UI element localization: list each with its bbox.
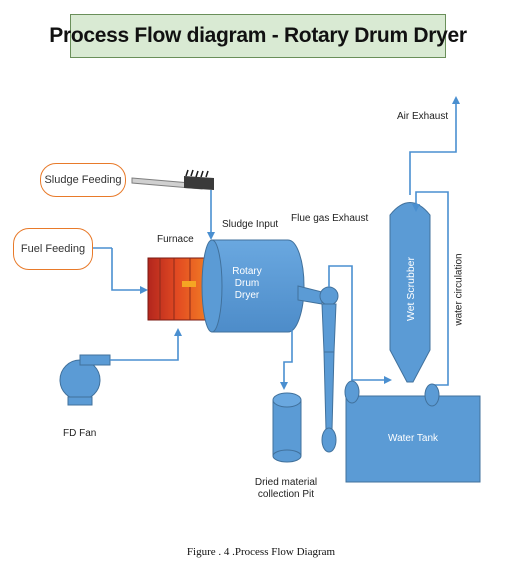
water-circulation-loop: [412, 191, 449, 386]
dried-material-label: Dried material collection Pit: [246, 477, 326, 501]
title-box: Process Flow diagram - Rotary Drum Dryer: [49, 14, 467, 58]
sludge-input-label: Sludge Input: [222, 219, 279, 230]
dried-material-pit: [272, 392, 302, 463]
sludge-feeding-box: Sludge Feeding: [40, 163, 126, 197]
cyclone-separator: [319, 286, 339, 453]
screw-conveyor: [131, 169, 214, 190]
dried-material-line1: Dried material: [254, 477, 318, 488]
dryer-label: Rotary Drum Dryer: [222, 266, 272, 302]
water-tank-label: Water Tank: [388, 433, 439, 444]
flue-gas-pipe: [328, 265, 353, 380]
wet-scrubber-label: Wet Scrubber: [405, 257, 417, 321]
fd-fan-air-arrow: [110, 328, 182, 361]
dryer-label-line2: Drum: [234, 278, 260, 289]
flue-gas-exhaust-label: Flue gas Exhaust: [291, 213, 369, 224]
furnace-label: Furnace: [157, 234, 194, 245]
fuel-feed-arrow: [111, 248, 148, 294]
water-tank: [344, 380, 481, 483]
air-exhaust-arrow: [409, 96, 460, 195]
fuel-feeding-box: Fuel Feeding: [13, 228, 93, 270]
dryer-label-line3: Dryer: [234, 290, 260, 301]
wet-scrubber: [389, 202, 431, 383]
dried-material-line2: collection Pit: [257, 489, 315, 500]
dryer-label-line1: Rotary: [232, 266, 262, 277]
dried-material-arrow: [280, 330, 293, 390]
fd-fan: [59, 354, 111, 406]
rotary-drum-dryer: [201, 239, 305, 333]
furnace: [147, 257, 207, 321]
air-exhaust-label: Air Exhaust: [397, 111, 449, 122]
fd-fan-label: FD Fan: [63, 428, 97, 439]
figure-caption: Figure . 4 .Process Flow Diagram: [186, 546, 336, 558]
diagram-title: Process Flow diagram - Rotary Drum Dryer: [49, 24, 467, 47]
sludge-feeding-label: Sludge Feeding: [44, 174, 122, 186]
water-circulation-label: water circulation: [453, 253, 465, 326]
fuel-feeding-label: Fuel Feeding: [20, 243, 86, 255]
